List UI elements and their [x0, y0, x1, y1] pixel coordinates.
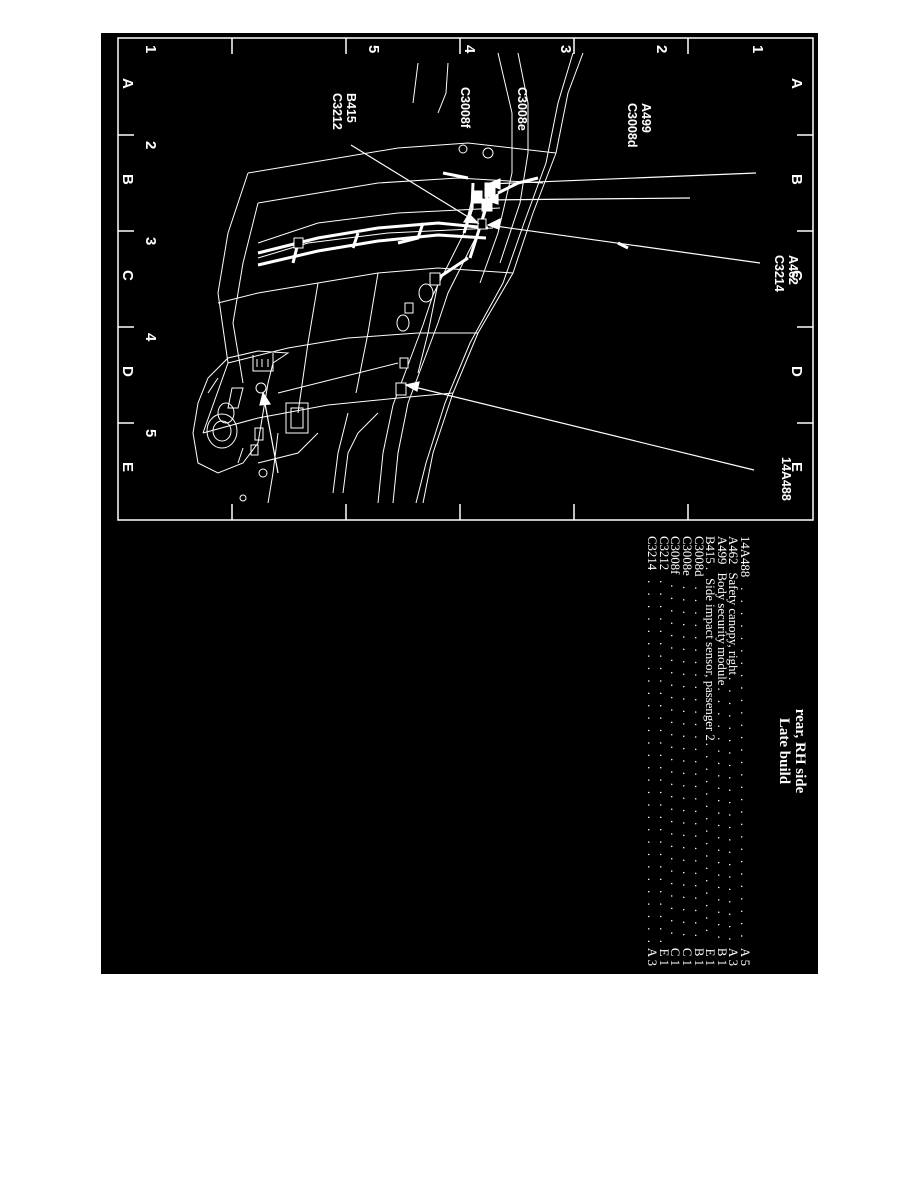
legend-title: rear, RH side — [792, 708, 808, 794]
callout-c3008e: C3008e — [515, 87, 529, 131]
leader-dots: . . . . . . . . . . . . . . . . . . . . … — [692, 587, 704, 942]
grid-row-label-bottom-a: A — [119, 78, 136, 89]
callout-a499: A499 C3008d — [625, 103, 653, 147]
callout-line: C3212 — [330, 93, 344, 130]
callout-a462: A462 C3214 — [772, 255, 800, 292]
callout-14a488: 14A488 — [779, 457, 793, 501]
legend-row: C3214 . . . . . . . . . . . . . . . . . .… — [645, 536, 660, 966]
grid-col-label-right-5: 5 — [142, 429, 159, 438]
frame-ticks — [118, 38, 813, 520]
grid-row-label-top-d: D — [788, 366, 805, 377]
grid-row-label-bottom-c: C — [119, 270, 136, 281]
callout-line: C3008e — [515, 87, 529, 131]
grid-col-label-right-1: 1 — [142, 45, 159, 54]
grid-col-label-right-3: 3 — [142, 237, 159, 246]
legend-row: C3008d. . . . . . . . . . . . . . . . . … — [692, 536, 706, 966]
leader-dots: . . . . . . . . . . . . . . . . . . . . … — [657, 580, 669, 942]
leader-lines — [259, 144, 761, 474]
legend: rear, RH side Late build 14A488 . . . . .… — [645, 536, 808, 966]
leader-dots: . . . . . . . . . . . . . . . . . . . . … — [727, 677, 739, 942]
legend-code: 14A488 — [738, 536, 752, 578]
diagram-frame — [117, 37, 814, 521]
legend-loc: A 3 — [645, 947, 660, 966]
grid-col-label-left-5: 5 — [365, 45, 382, 54]
callout-c3008f: C3008f — [458, 87, 472, 128]
grid-row-label-bottom-d: D — [119, 366, 136, 377]
rotated-page: A B C D E F A B C D E 1 2 3 4 5 1 2 3 4 … — [101, 33, 818, 974]
legend-loc: C 1 — [680, 947, 695, 966]
callout-line: C3214 — [772, 255, 786, 292]
legend-code: C3008e — [680, 536, 695, 576]
callout-line: C3008d — [625, 103, 639, 148]
grid-col-label-left-4: 4 — [461, 45, 478, 54]
grid-row-label-top-a: A — [788, 78, 805, 89]
callout-line: A499 — [639, 103, 653, 133]
vehicle-body-outline — [202, 52, 584, 504]
body-details — [217, 144, 494, 502]
diagram-artwork — [117, 37, 814, 521]
grid-col-label-left-1: 1 — [749, 45, 766, 54]
grid-col-label-right-4: 4 — [142, 333, 159, 342]
diagram-sheet: A B C D E F A B C D E 1 2 3 4 5 1 2 3 4 … — [101, 33, 818, 974]
callout-b415: B415 C3212 — [330, 93, 358, 130]
legend-loc: A 5 — [738, 947, 752, 966]
grid-col-label-left-3: 3 — [557, 45, 574, 54]
leader-dots: . . . . . . . . . . . . . . . . . . . . … — [704, 743, 716, 942]
grid-row-label-bottom-e: E — [119, 462, 136, 473]
legend-row: C3008f. . . . . . . . . . . . . . . . . … — [668, 536, 682, 966]
legend-row: C3212. . . . . . . . . . . . . . . . . .… — [657, 536, 671, 966]
callout-line: C3008f — [458, 87, 472, 128]
grid-col-label-right-2: 2 — [142, 141, 159, 150]
leader-dots: . . . . . . . . . . . . . . . . . . . . … — [669, 584, 681, 942]
wiring-harness — [257, 171, 629, 280]
grid-col-label-left-2: 2 — [653, 45, 670, 54]
legend-row: 14A488 . . . . . . . . . . . . . . . . . … — [738, 536, 752, 966]
leader-dots: . . . . . . . . . . . . . . . . . . . . … — [738, 587, 750, 942]
inset-view — [192, 350, 290, 474]
legend-subtitle: Late build — [776, 717, 792, 785]
grid-row-label-top-b: B — [788, 174, 805, 185]
legend-row: B415 .Side impact sensor, passenger 2. .… — [703, 536, 718, 966]
callout-line: A462 — [786, 255, 800, 285]
legend-items: 14A488 . . . . . . . . . . . . . . . . . … — [645, 536, 752, 966]
connectors — [293, 182, 496, 396]
grid-row-label-bottom-b: B — [119, 174, 136, 185]
leader-dots: . . . . . . . . . . . . . . . . . . . . … — [646, 580, 658, 942]
callout-line: 14A488 — [779, 457, 793, 501]
legend-code: C3214 — [645, 536, 660, 571]
leader-dots: . . . . . . . . . . . . . . . . . . . . … — [680, 586, 692, 942]
callout-line: B415 — [344, 93, 358, 123]
legend-desc: Side impact sensor, passenger 2 — [703, 578, 718, 741]
legend-row: C3008e . . . . . . . . . . . . . . . . . … — [680, 536, 695, 966]
